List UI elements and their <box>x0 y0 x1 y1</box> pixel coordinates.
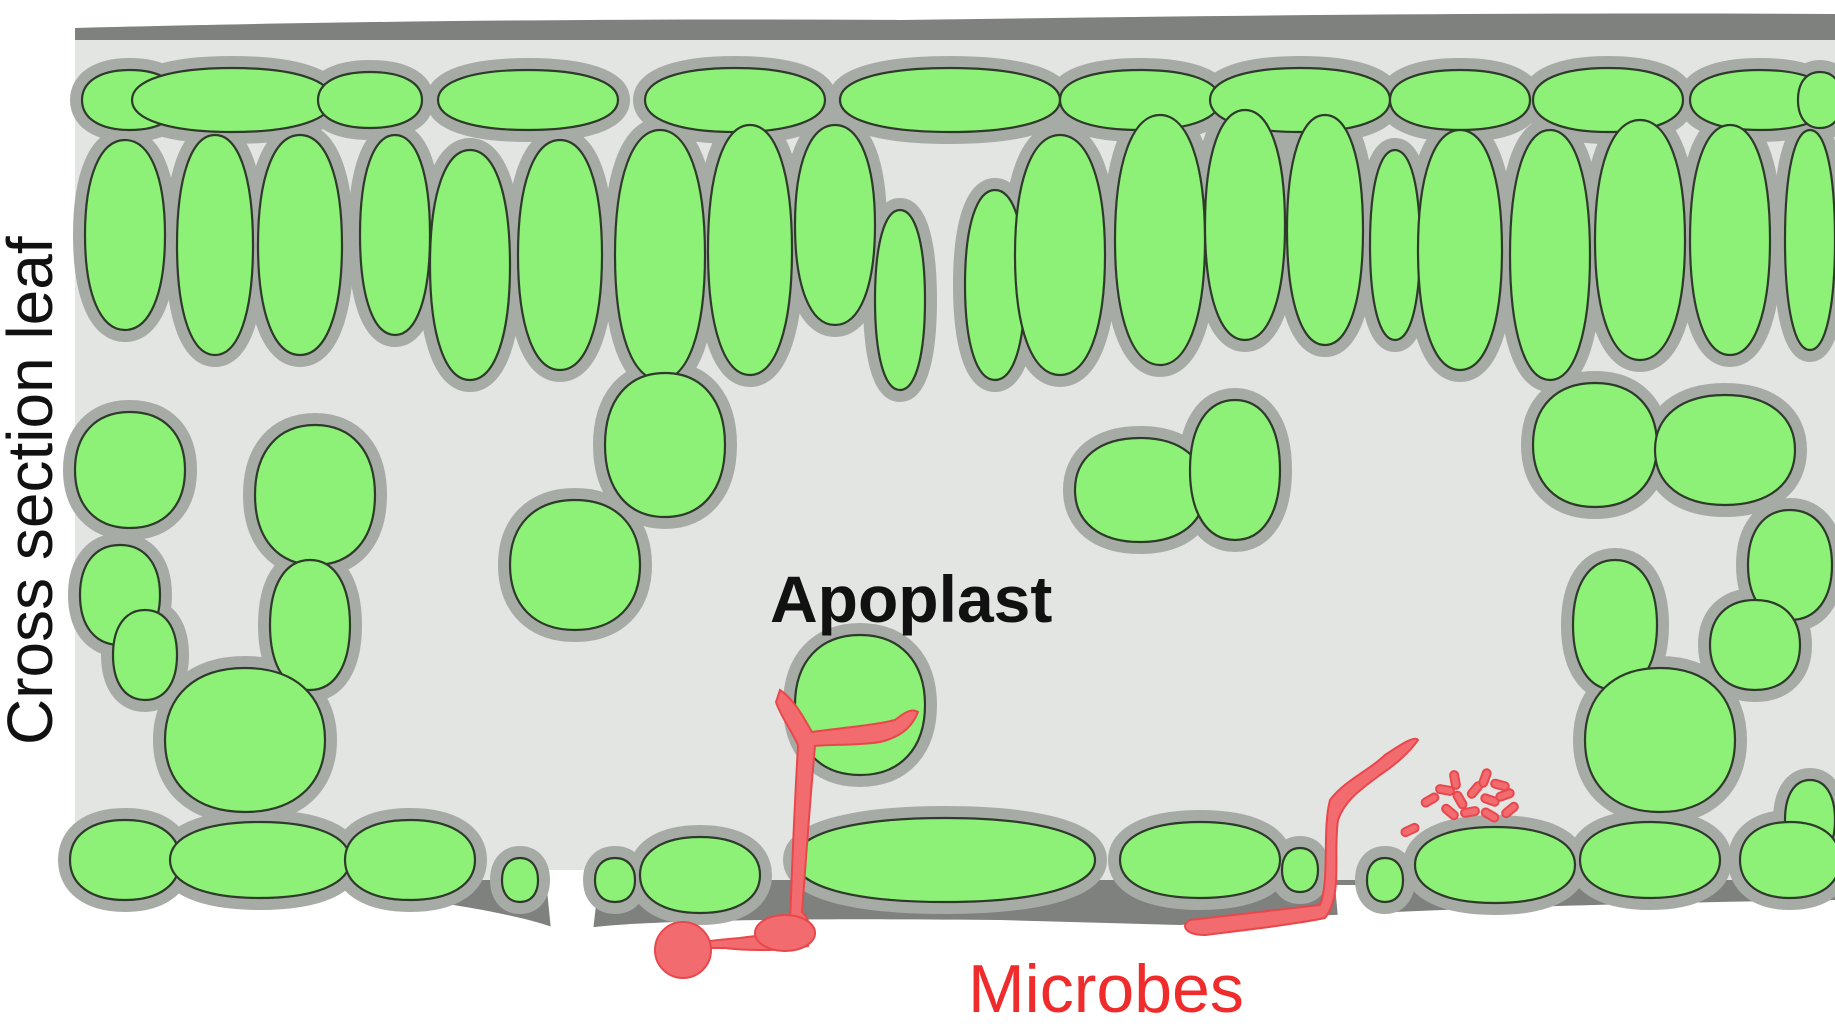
spongy-cell <box>1583 666 1737 814</box>
palisade-cell <box>706 123 794 377</box>
palisade-cell <box>1368 148 1422 342</box>
epidermis-cell-upper <box>1058 68 1222 132</box>
epidermis-cell-lower <box>68 818 182 902</box>
bacterium <box>1460 806 1480 818</box>
spongy-cell <box>253 423 377 567</box>
bacterium <box>1501 801 1519 819</box>
epidermis-cell-lower <box>638 835 762 915</box>
spongy-cell <box>73 410 187 530</box>
palisade-cell <box>175 133 255 357</box>
palisade-cell <box>83 138 167 332</box>
epidermis-cell-lower <box>1578 820 1722 900</box>
bacterium <box>1490 778 1510 792</box>
spongy-cell <box>1531 381 1659 509</box>
palisade-cell <box>358 133 432 337</box>
epidermis-cell-lower <box>1738 820 1835 900</box>
epidermis-cell-upper <box>1388 68 1532 132</box>
palisade-cell <box>1013 133 1107 377</box>
epidermis-cell-lower <box>168 820 352 900</box>
palisade-cell <box>1593 118 1687 362</box>
epidermis-cell-lower <box>1118 820 1282 900</box>
epidermis-cell-lower <box>1413 825 1577 905</box>
hypha-base <box>754 914 816 952</box>
palisade-cell <box>1783 128 1835 352</box>
spongy-cell <box>603 371 727 519</box>
spongy-cell <box>1571 558 1659 692</box>
palisade-cell <box>428 148 512 382</box>
epidermis-cell-upper <box>316 70 424 130</box>
side-label: Cross section leaf <box>0 236 66 745</box>
palisade-cell <box>1688 123 1772 357</box>
spongy-cell <box>111 608 179 702</box>
spongy-cell <box>508 498 642 632</box>
palisade-cell <box>256 133 344 357</box>
palisade-cell <box>1203 108 1287 342</box>
palisade-cell <box>516 138 604 372</box>
epidermis-cell-upper <box>130 66 334 134</box>
bacterium <box>1449 770 1461 790</box>
spongy-cell <box>268 558 352 692</box>
palisade-cell <box>1113 113 1207 367</box>
bacterium <box>1400 822 1420 838</box>
epidermis-cell-upper <box>838 66 1062 134</box>
bacteria-cluster <box>1400 768 1519 838</box>
microbes-group <box>654 688 1519 979</box>
spongy-cell <box>1708 598 1802 692</box>
bacterium <box>1495 788 1515 802</box>
epidermis-cell-upper <box>1531 66 1685 134</box>
bacterium <box>1480 807 1500 823</box>
epidermis-cell-lower <box>343 818 477 902</box>
microbes-label: Microbes <box>968 951 1244 1027</box>
epidermis-cell-lower <box>593 856 637 904</box>
epidermis-cell-lower <box>1365 856 1405 904</box>
epidermis-cell-upper <box>643 66 827 134</box>
spongy-cell <box>163 666 327 814</box>
palisade-cell <box>613 128 707 382</box>
epidermis-cell-lower <box>793 816 1097 904</box>
bacterium <box>1478 768 1492 788</box>
bacterium <box>1480 793 1500 807</box>
spongy-cell <box>1653 393 1797 507</box>
palisade-cell <box>873 208 927 392</box>
spongy-cell <box>1073 436 1207 544</box>
palisade-cell <box>793 123 877 327</box>
palisade-cell <box>1416 128 1504 372</box>
epidermis-cell-upper <box>436 68 620 132</box>
bacterium <box>1420 792 1440 808</box>
epidermis-cell-upper <box>1796 70 1835 130</box>
bacterium <box>1441 803 1459 821</box>
apoplast-label: Apoplast <box>770 562 1052 636</box>
palisade-cell <box>1508 128 1592 382</box>
palisade-cell <box>1285 113 1365 347</box>
spongy-cell <box>1188 398 1282 542</box>
bacterial-filament <box>1184 737 1420 937</box>
fungal-spore <box>654 921 712 979</box>
bacterium <box>1452 790 1468 810</box>
epidermis-cell-lower <box>1280 846 1320 894</box>
bacterium <box>1435 784 1455 796</box>
epidermis-cell-lower <box>500 856 540 904</box>
